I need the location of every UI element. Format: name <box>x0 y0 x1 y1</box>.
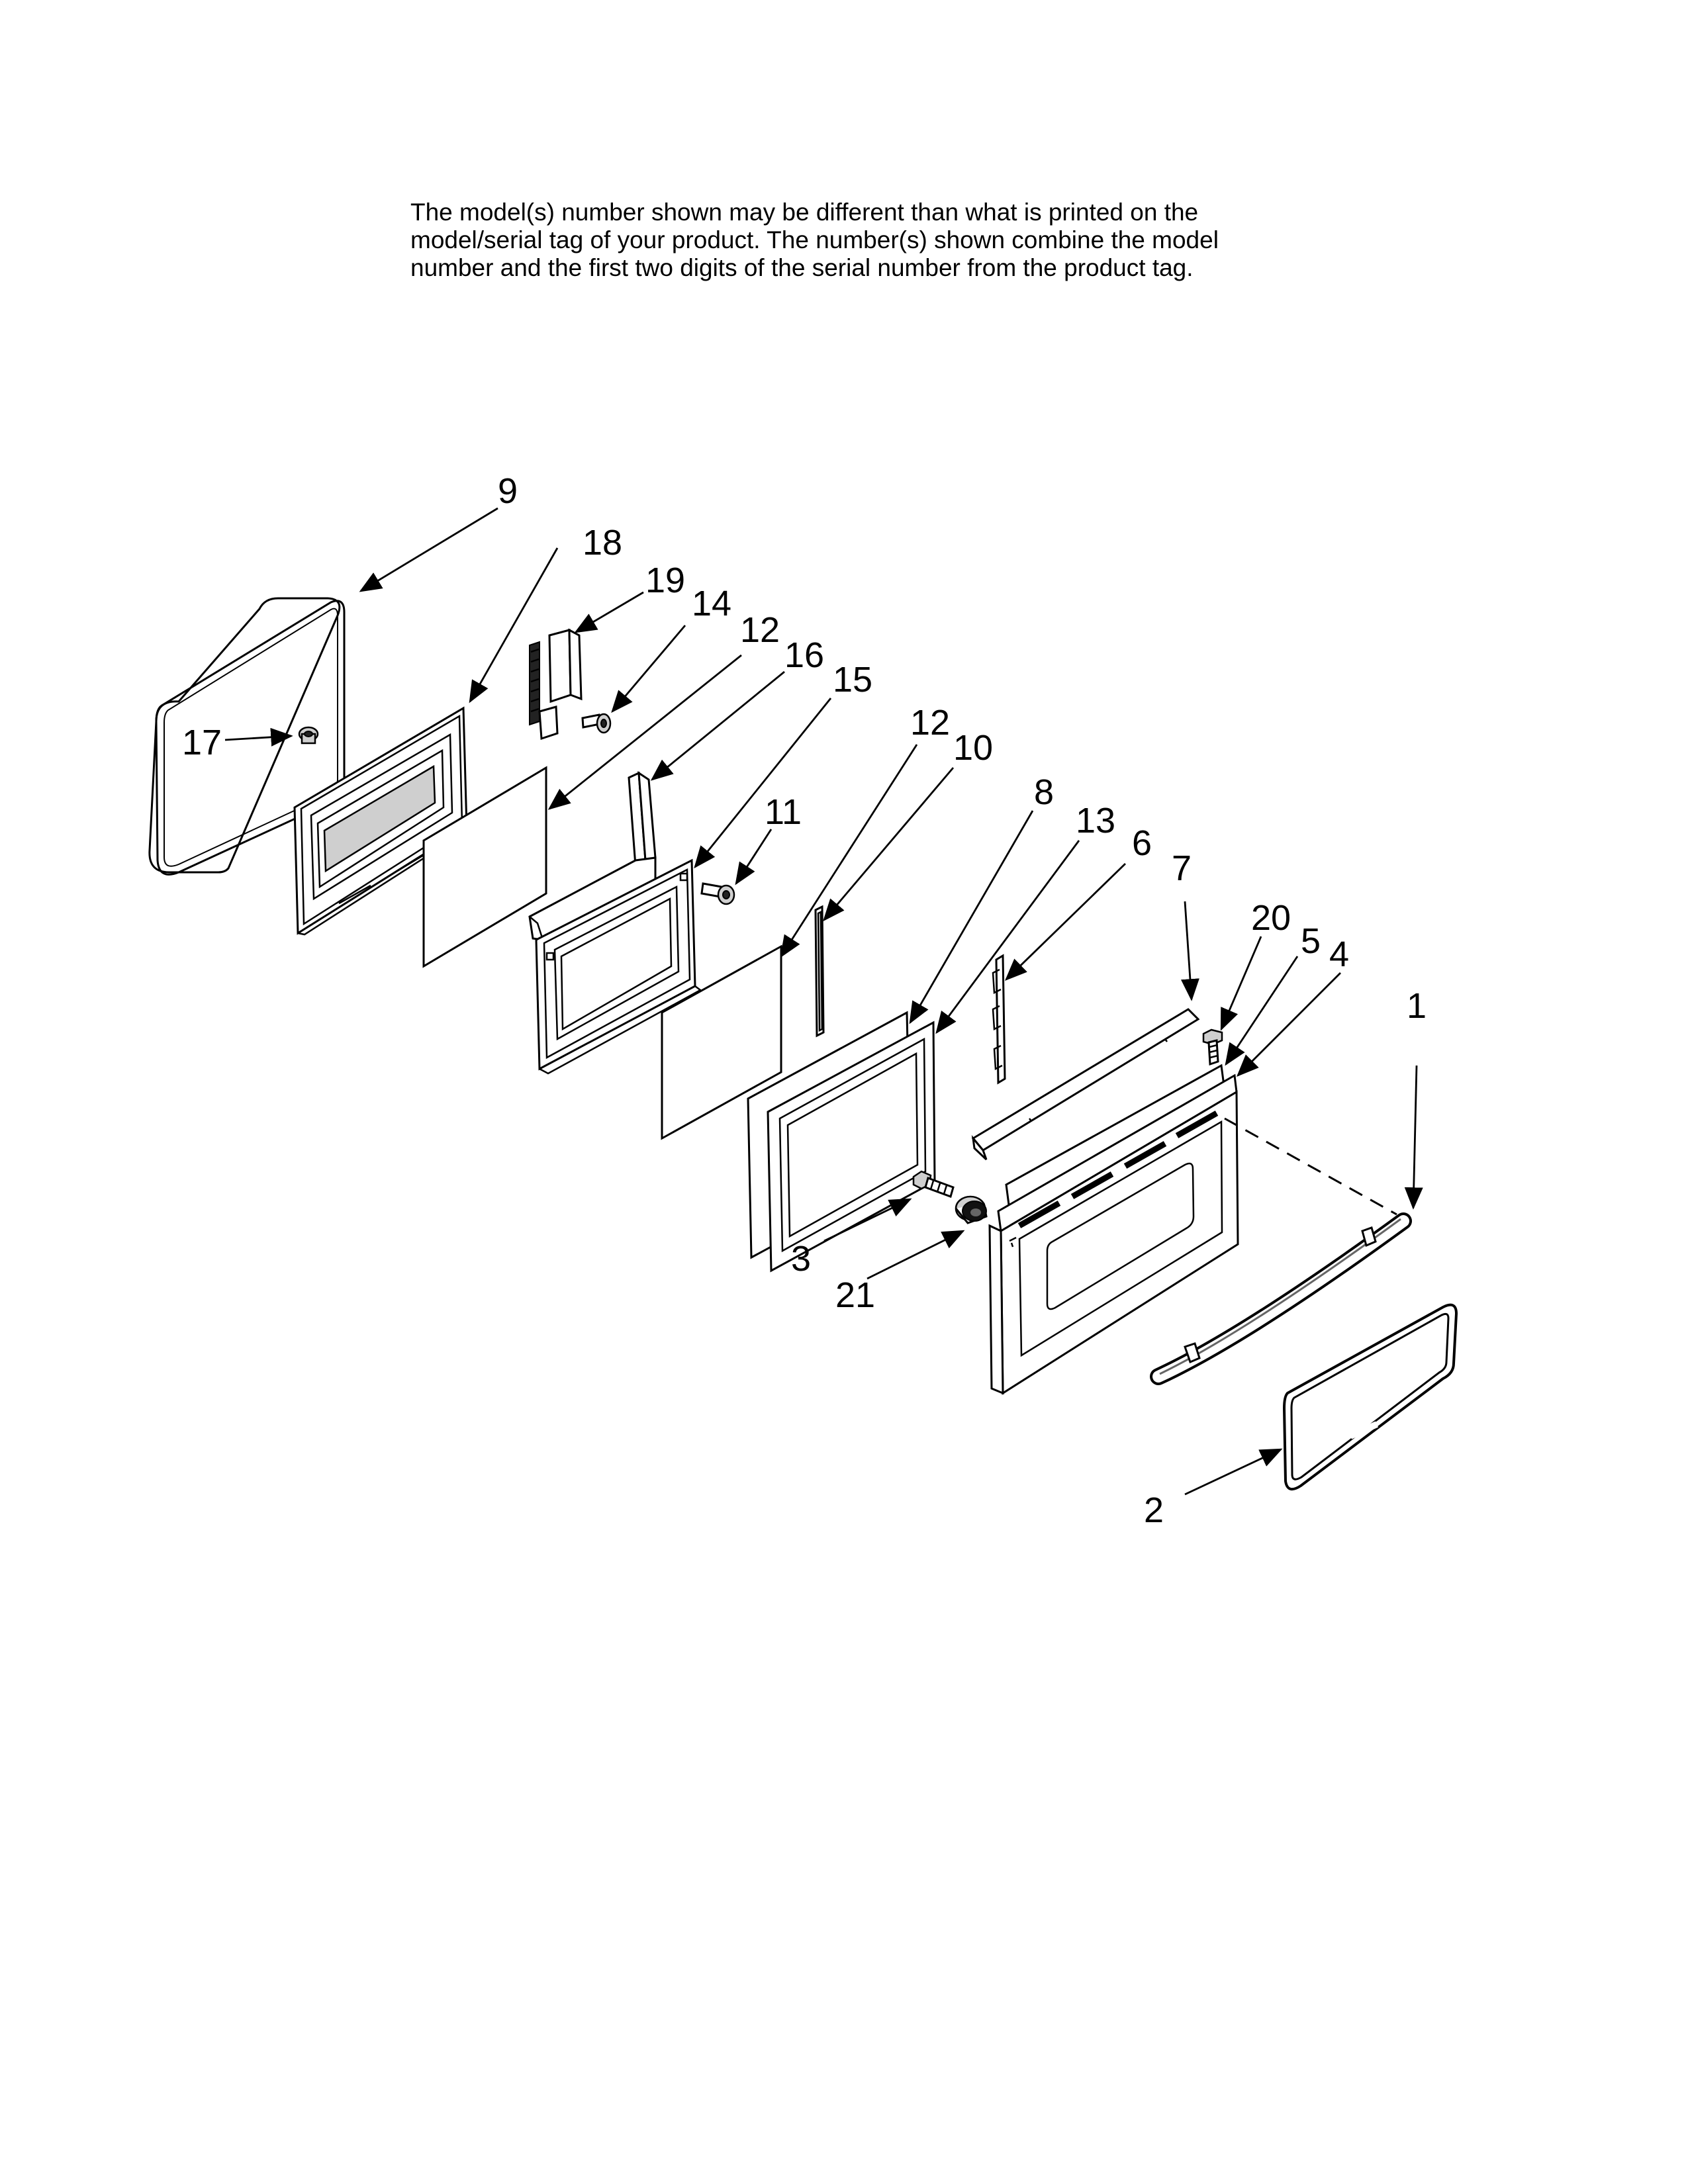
leader-8 <box>909 810 1034 1024</box>
part-17-fastener <box>298 726 319 745</box>
part-3-screw <box>912 1170 955 1198</box>
leader-4 <box>1237 972 1341 1077</box>
notice-line-3: number and the first two digits of the s… <box>410 254 1194 281</box>
leader-13 <box>935 840 1080 1034</box>
leader-1 <box>1404 1065 1423 1210</box>
notice-line-2: model/serial tag of your product. The nu… <box>410 226 1219 253</box>
part-15-door-frame <box>535 858 702 1075</box>
notice-line-1: The model(s) number shown may be differe… <box>410 199 1199 226</box>
leader-9 <box>359 507 498 592</box>
callout-9: 9 <box>498 471 518 511</box>
leader-lines <box>224 507 1423 1496</box>
part-12-middle-glass <box>661 944 782 1140</box>
part-7-top-trim <box>971 1008 1200 1161</box>
callout-20: 20 <box>1251 898 1291 938</box>
callout-3: 3 <box>791 1239 811 1279</box>
callout-12b: 12 <box>910 703 950 743</box>
leader-19 <box>574 591 644 633</box>
leader-11 <box>735 829 773 886</box>
callout-12a: 12 <box>740 610 780 650</box>
callout-11: 11 <box>765 792 802 832</box>
part-14-screw <box>581 713 612 734</box>
callout-6: 6 <box>1132 823 1152 863</box>
leader-15 <box>694 698 832 869</box>
callout-17: 17 <box>182 723 222 762</box>
callout-18: 18 <box>583 523 622 563</box>
leader-14 <box>611 625 686 713</box>
part-19-hinge <box>529 628 583 741</box>
part-2-gasket-frame <box>1282 1303 1458 1491</box>
part-20-screw <box>1202 1028 1223 1066</box>
callout-labels: 9 18 19 14 12 16 15 17 11 12 10 8 13 6 7… <box>182 471 1427 1530</box>
callout-16: 16 <box>784 635 824 675</box>
part-11-screw <box>700 882 735 905</box>
callout-13: 13 <box>1076 801 1115 841</box>
leader-18 <box>469 547 559 704</box>
leader-20 <box>1220 936 1262 1031</box>
part-1-door-handle <box>1150 1212 1412 1385</box>
callout-1: 1 <box>1407 986 1427 1026</box>
callout-15: 15 <box>833 660 872 700</box>
callout-7: 7 <box>1172 848 1192 888</box>
leader-16 <box>650 670 785 781</box>
part-6-side-trim <box>992 954 1006 1085</box>
leader-6 <box>1004 862 1126 981</box>
callout-19: 19 <box>645 561 685 600</box>
leader-2 <box>1184 1448 1283 1496</box>
callout-14: 14 <box>692 584 731 623</box>
part-10-retainer-strip <box>814 905 825 1038</box>
leader-12b <box>780 744 918 958</box>
part-16-insulation <box>528 771 657 941</box>
leader-5 <box>1225 956 1299 1066</box>
leader-17 <box>224 727 293 747</box>
leader-7 <box>1180 901 1199 1001</box>
part-21-handle-end-cap <box>955 1195 988 1224</box>
leader-10 <box>823 767 955 922</box>
callout-21: 21 <box>835 1275 875 1315</box>
callout-10: 10 <box>953 728 993 768</box>
part-4-outer-door <box>988 1073 1239 1395</box>
alignment-dashed-line <box>1224 1117 1397 1216</box>
leader-21 <box>867 1230 965 1280</box>
leader-12a <box>547 654 742 810</box>
callout-4: 4 <box>1329 934 1349 974</box>
callout-5: 5 <box>1301 921 1321 961</box>
callout-8: 8 <box>1034 772 1054 812</box>
part-18-inner-door-frame <box>293 706 472 936</box>
model-number-notice: The model(s) number shown may be differe… <box>410 199 1324 282</box>
part-12-inner-glass <box>422 766 547 968</box>
callout-2: 2 <box>1144 1490 1164 1530</box>
leader-3 <box>823 1198 912 1242</box>
